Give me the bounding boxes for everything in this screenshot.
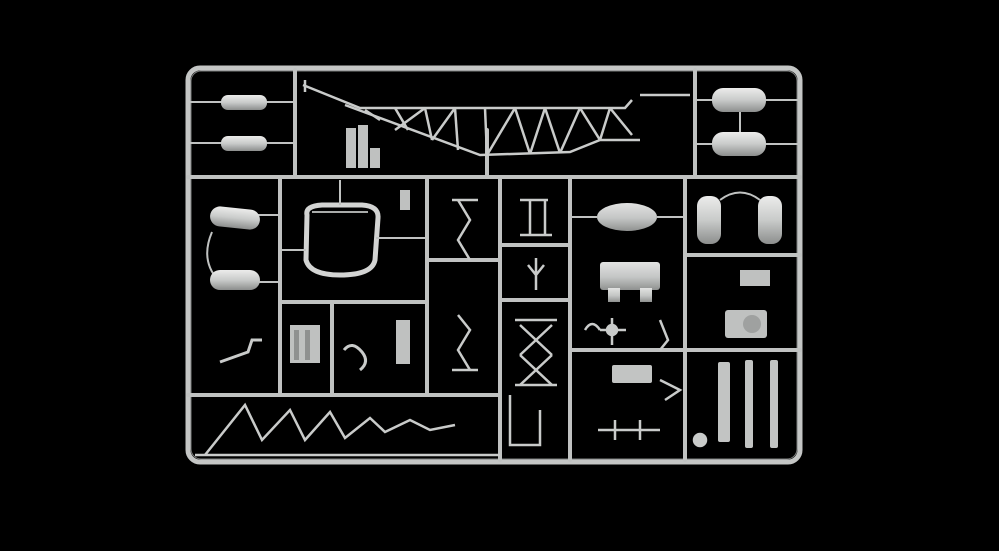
comb-part	[346, 125, 380, 168]
fuel-tank-parts-right	[695, 88, 800, 156]
gearbox-part	[600, 262, 660, 302]
rotor-head-part	[583, 318, 670, 351]
instrument-parts-right	[725, 270, 770, 338]
sprue-frame	[185, 65, 803, 465]
rod-parts-bottom-right	[612, 360, 778, 448]
pod-parts-left	[206, 206, 280, 290]
zigzag-rotor-part	[195, 402, 500, 457]
canopy-frame-part	[280, 180, 427, 278]
linkage-parts-bottom	[508, 378, 708, 448]
bracket-parts	[219, 320, 410, 372]
drop-tank-parts-left	[190, 95, 295, 151]
seat-parts-right	[697, 191, 782, 244]
truss-boom-part	[302, 80, 690, 157]
sprue-frame-shadow	[190, 70, 798, 460]
engine-cover-part	[570, 203, 685, 231]
sprue-runners	[186, 68, 802, 462]
strut-parts	[452, 198, 557, 387]
